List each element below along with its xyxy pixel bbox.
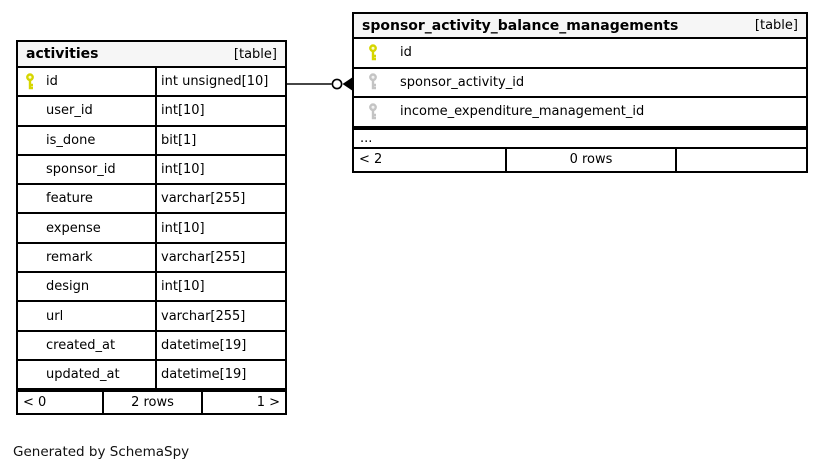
- column-type: int[10]: [161, 279, 205, 295]
- column-type: datetime[19]: [161, 367, 247, 383]
- column-type: datetime[19]: [161, 337, 247, 353]
- table-activities-header[interactable]: activities [table]: [18, 42, 285, 68]
- table-name: activities: [26, 46, 99, 62]
- table-row: design int[10]: [18, 273, 285, 303]
- table-activities-footer: < 0 2 rows 1 >: [18, 390, 285, 414]
- table-sabm-footer: < 2 0 rows: [354, 148, 806, 171]
- foreign-key-icon: [354, 103, 400, 121]
- row-count: 0 rows: [505, 148, 675, 171]
- table-row: created_at datetime[19]: [18, 331, 285, 361]
- primary-key-icon: [354, 44, 400, 62]
- column-name: user_id: [46, 103, 93, 119]
- column-type: int[10]: [161, 103, 205, 119]
- column-name: created_at: [46, 337, 116, 353]
- column-type: varchar[255]: [161, 308, 246, 324]
- pager-next[interactable]: 1 >: [201, 392, 285, 414]
- column-name: income_expenditure_management_id: [400, 104, 645, 120]
- table-row: updated_at datetime[19]: [18, 360, 285, 391]
- column-type: int[10]: [161, 220, 205, 236]
- column-name: expense: [46, 220, 101, 236]
- table-row: user_id int[10]: [18, 97, 285, 127]
- column-type: varchar[255]: [161, 191, 246, 207]
- row-count: 2 rows: [102, 392, 201, 414]
- hidden-columns-ellipsis: ...: [354, 127, 806, 149]
- pager-prev[interactable]: < 2: [359, 152, 383, 168]
- primary-key-icon: [18, 72, 46, 91]
- table-type-label: [table]: [754, 18, 798, 33]
- table-row: sponsor_activity_id: [354, 68, 806, 99]
- column-name: sponsor_id: [46, 162, 116, 178]
- column-name: design: [46, 279, 90, 295]
- column-name: is_done: [46, 132, 96, 148]
- column-type: int[10]: [161, 162, 205, 178]
- pager-prev[interactable]: < 0: [23, 395, 47, 411]
- column-type: varchar[255]: [161, 249, 246, 265]
- column-name: url: [46, 308, 64, 324]
- column-name: remark: [46, 249, 93, 265]
- table-sponsor-activity-balance-managements[interactable]: sponsor_activity_balance_managements [ta…: [352, 12, 808, 173]
- pager-next: [675, 148, 806, 171]
- table-row: is_done bit[1]: [18, 126, 285, 156]
- column-name: id: [400, 45, 412, 61]
- table-row: income_expenditure_management_id: [354, 98, 806, 128]
- column-name: feature: [46, 191, 93, 207]
- table-row: expense int[10]: [18, 214, 285, 244]
- column-type: int unsigned[10]: [161, 74, 269, 90]
- column-name: id: [46, 74, 58, 90]
- table-row: feature varchar[255]: [18, 185, 285, 215]
- table-row: id int unsigned[10]: [18, 68, 285, 98]
- table-row: url varchar[255]: [18, 302, 285, 332]
- table-sabm-header[interactable]: sponsor_activity_balance_managements [ta…: [354, 14, 806, 39]
- table-type-label: [table]: [233, 46, 277, 62]
- table-activities[interactable]: activities [table] id int unsigned[10] u…: [16, 40, 287, 416]
- column-name: sponsor_activity_id: [400, 74, 525, 90]
- table-row: remark varchar[255]: [18, 243, 285, 274]
- column-type: bit[1]: [161, 132, 197, 148]
- foreign-key-icon: [354, 73, 400, 91]
- table-name: sponsor_activity_balance_managements: [362, 17, 679, 34]
- generated-by-credit: Generated by SchemaSpy: [13, 444, 190, 460]
- table-row: sponsor_id int[10]: [18, 155, 285, 186]
- table-row: id: [354, 39, 806, 69]
- column-name: updated_at: [46, 367, 120, 383]
